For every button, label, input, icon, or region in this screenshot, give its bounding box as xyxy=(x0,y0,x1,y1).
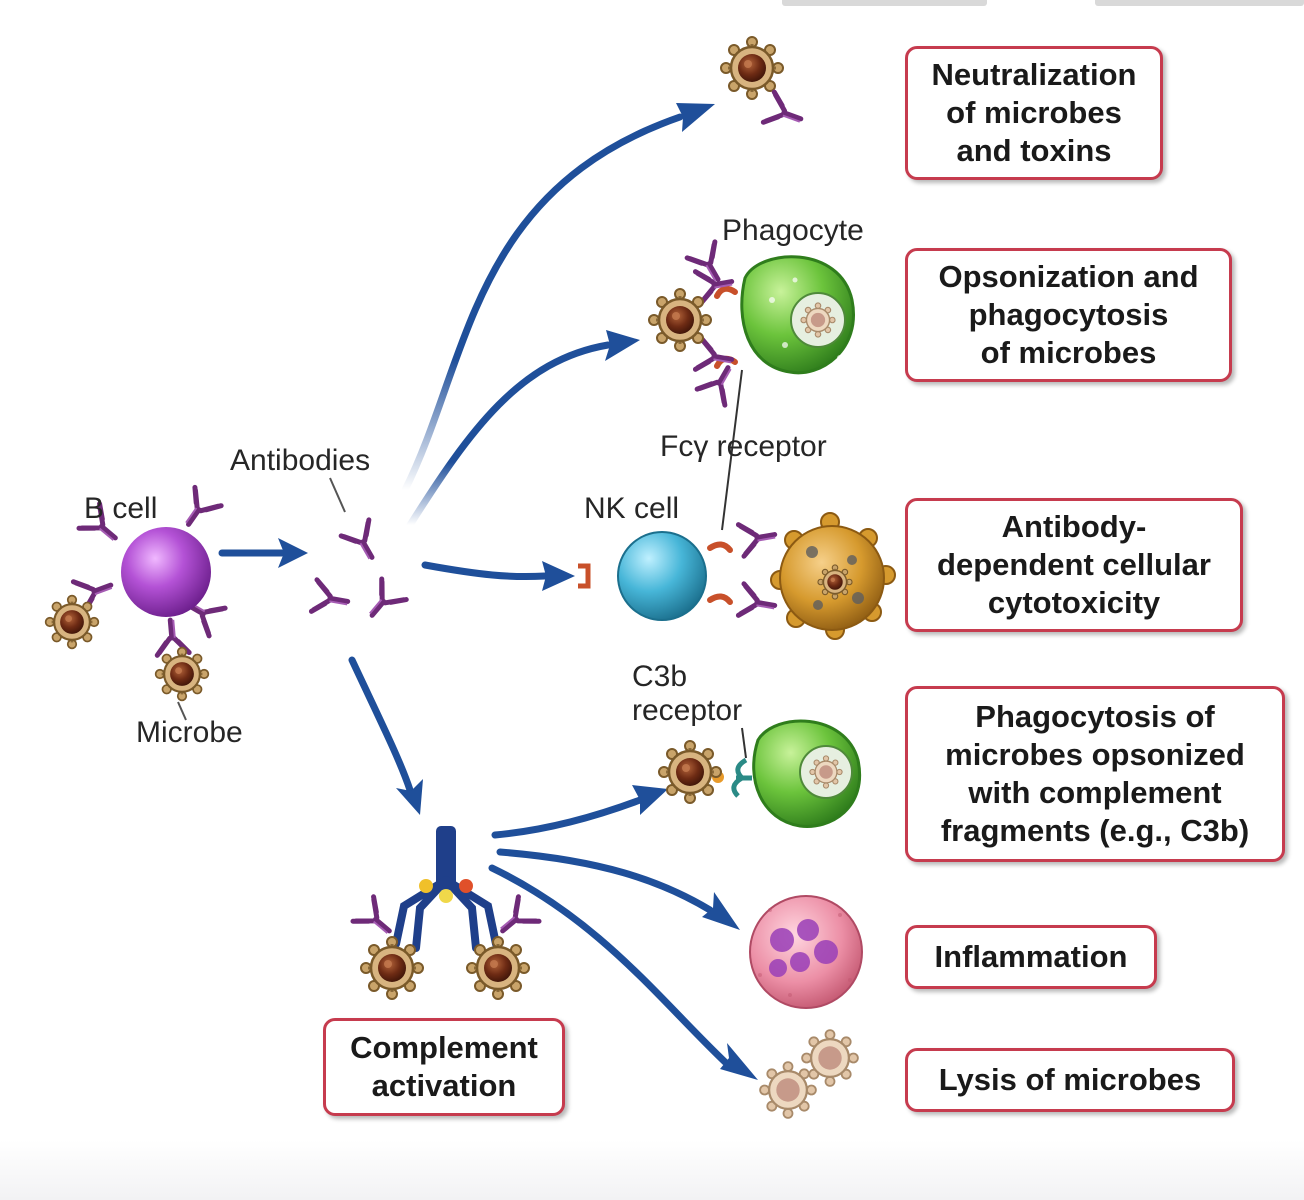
antibodies-label: Antibodies xyxy=(230,444,371,477)
complement-phagocytosis-box: Phagocytosis of microbes opsonized with … xyxy=(905,686,1285,862)
inflammation-box: Inflammation xyxy=(905,925,1157,989)
nk-cell-label: NK cell xyxy=(584,492,680,525)
b-cell-label: B cell xyxy=(84,492,158,525)
arrows xyxy=(218,113,729,1066)
lysis-box: Lysis of microbes xyxy=(905,1048,1235,1112)
bottom-fade xyxy=(0,1140,1304,1200)
opsonization-box: Opsonization and phagocytosis of microbe… xyxy=(905,248,1232,382)
microbe-label: Microbe xyxy=(136,716,243,749)
inflammatory-cell-icon xyxy=(749,895,863,1009)
phagocyte-label: Phagocyte xyxy=(722,214,864,247)
phagocyte-icon xyxy=(647,242,855,531)
fc-receptor-label: Fcγ receptor xyxy=(660,430,827,463)
nk-cell-icon xyxy=(578,531,733,621)
arrowheads xyxy=(278,103,758,1080)
c3b-receptor-label: C3b receptor xyxy=(632,660,743,727)
neutralized-microbe-icon xyxy=(719,35,806,134)
b-cell-icon xyxy=(44,487,225,721)
antibodies-icon xyxy=(311,477,406,626)
adcc-box: Antibody- dependent cellular cytotoxicit… xyxy=(905,498,1243,632)
complement-phagocyte-icon xyxy=(657,719,862,828)
infected-cell-icon xyxy=(738,512,896,640)
neutralization-box: Neutralization of microbes and toxins xyxy=(905,46,1163,180)
complement-activation-box: Complement activation xyxy=(323,1018,565,1116)
lysed-microbes-icon xyxy=(758,1028,860,1120)
top-edge-tab xyxy=(782,0,987,6)
complement-complex-icon xyxy=(353,826,539,1001)
top-edge-tab xyxy=(1095,0,1304,6)
